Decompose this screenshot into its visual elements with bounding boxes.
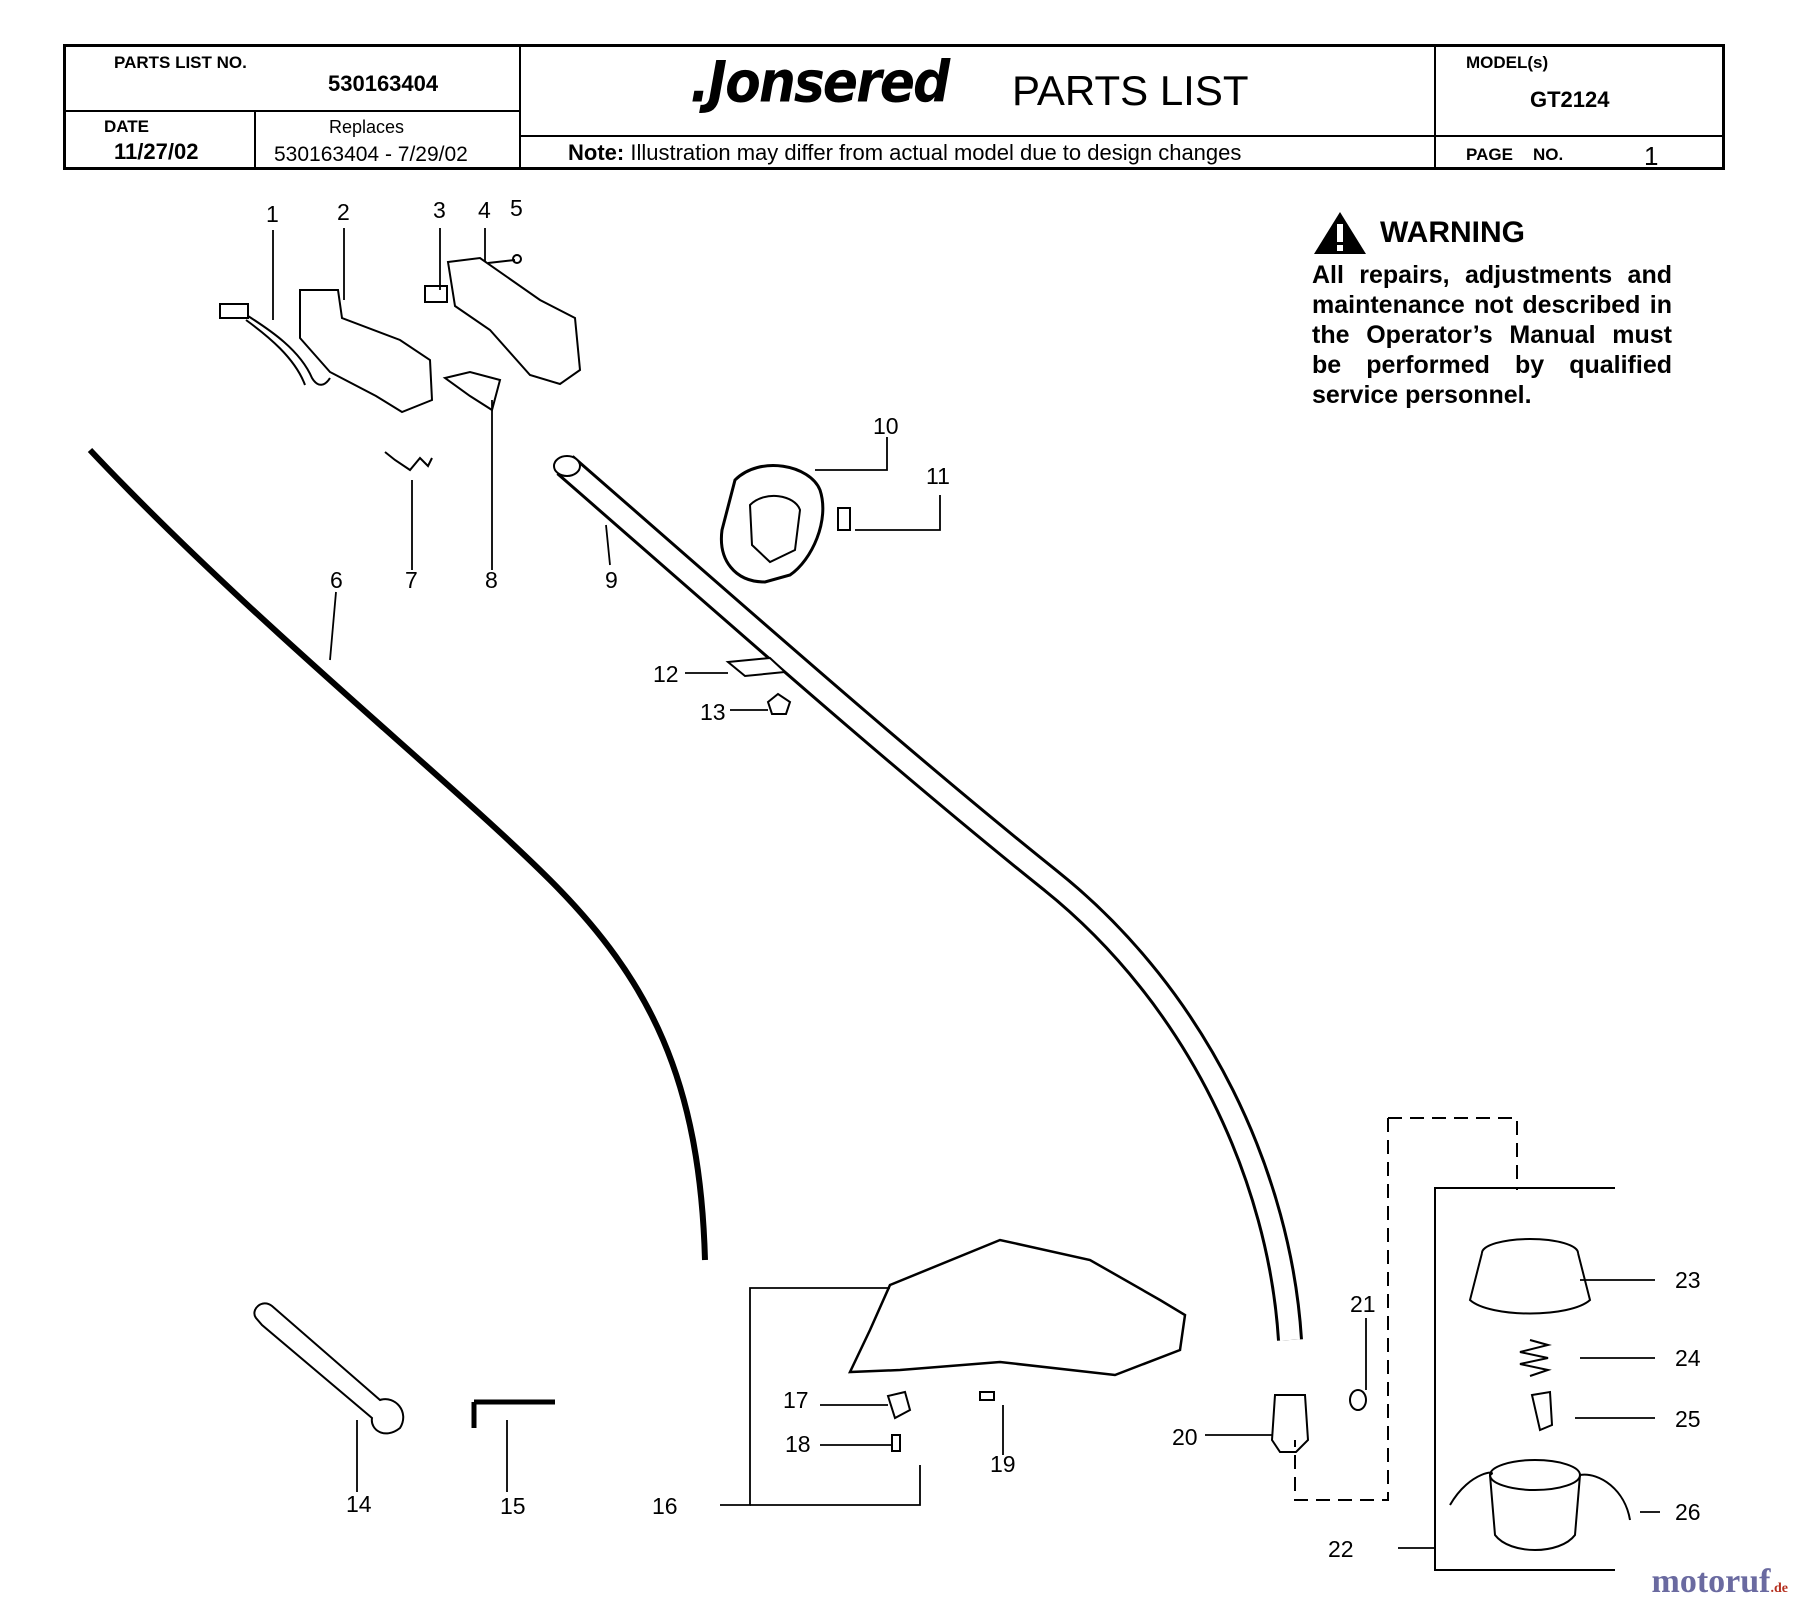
callout-1: 1 [266,201,279,227]
callout-11: 11 [926,463,950,489]
wing-nut-part [766,692,792,715]
callout-26: 26 [1675,1499,1701,1525]
callout-16: 16 [652,1493,678,1519]
clamp-part [725,656,788,678]
date-cell [66,110,256,170]
brand-logo: .Jonsered [690,50,950,116]
handle-grip-part [299,289,434,414]
watermark-suffix: .de [1770,1581,1789,1596]
callout-19: 19 [990,1451,1016,1477]
grass-guard-part [847,1238,1187,1377]
handle-bracket-part [424,254,582,386]
callout-4: 4 [478,197,491,223]
warning-heading: WARNING [1312,210,1672,256]
wrench-part [253,1302,405,1435]
callout-3: 3 [433,197,446,223]
replaces-label: Replaces [329,117,405,137]
callout-21: 21 [1350,1291,1376,1317]
callout-14: 14 [346,1491,372,1517]
gearhead-part [1270,1394,1310,1453]
title-cell [519,47,1436,137]
replaces-value: 530163404 - 7/29/02 [274,143,468,166]
callout-25: 25 [1675,1406,1701,1432]
callout-23: 23 [1675,1267,1701,1293]
guard-bolt-part [979,1391,995,1401]
callout-17: 17 [783,1387,809,1413]
model-value: GT2124 [1530,87,1610,112]
no-label: NO. [1533,145,1564,164]
callout-2: 2 [337,199,350,225]
screw-part [837,507,851,531]
drive-tube-part [553,455,1303,1341]
parts-list-no-cell [66,47,521,112]
page-label: PAGE [1466,145,1513,164]
hex-nut-part [1349,1389,1367,1411]
trimmer-cap-part [1468,1238,1592,1315]
spool-part [1449,1459,1631,1551]
callout-9: 9 [605,567,618,593]
callout-labels: 1 2 3 4 5 6 7 8 9 10 11 12 13 14 15 16 1… [266,195,1701,1562]
line-clip-part [1530,1390,1554,1432]
watermark-main: motoruf [1651,1563,1771,1600]
callout-18: 18 [785,1431,811,1457]
header-table: PARTS LIST NO. 530163404 DATE 11/27/02 R… [63,44,1725,171]
note-body: Illustration may differ from actual mode… [630,140,1242,165]
wire-harness-part [219,303,331,386]
models-cell [1434,47,1722,137]
warning-box: WARNING All repairs, adjustments and mai… [1312,210,1672,410]
guard-screw-part [891,1434,901,1452]
callout-5: 5 [510,195,523,221]
spring-part [384,451,433,472]
throttle-trigger-part [442,370,502,412]
models-label: MODEL(s) [1466,53,1549,72]
callout-7: 7 [405,567,418,593]
callout-20: 20 [1172,1424,1198,1450]
callout-8: 8 [485,567,498,593]
callout-10: 10 [873,413,899,439]
callout-6: 6 [330,567,343,593]
note-bold: Note: [568,140,625,165]
hex-key-part [471,1399,555,1428]
leader-lines [272,228,1660,1549]
date-value: 11/27/02 [114,139,199,164]
warning-title: WARNING [1380,216,1525,249]
warning-text: All repairs, adjustments and maintenance… [1312,261,1672,409]
loop-handle-part [719,464,825,584]
parts-list-no-label: PARTS LIST NO. [114,53,247,72]
guard-clamp-part [886,1390,912,1420]
callout-24: 24 [1675,1345,1701,1371]
callout-15: 15 [500,1493,526,1519]
dashed-group-bracket [1294,1117,1518,1501]
note-text: Note: Illustration may differ from actua… [568,140,1241,166]
watermark-logo: motoruf.de [1652,1563,1788,1601]
note-cell [519,135,1436,170]
parts-list-no: 530163404 [328,71,439,96]
flex-shaft-part [87,447,708,1261]
trimmer-spring-part [1519,1339,1552,1377]
date-label: DATE [104,117,150,136]
page-title: PARTS LIST [1012,67,1249,114]
callout-13: 13 [700,699,726,725]
page-number: 1 [1644,141,1659,171]
replaces-cell [254,110,521,170]
trimmer-head-bracket [1434,1187,1615,1571]
callout-22: 22 [1328,1536,1354,1562]
warning-triangle-icon [1314,212,1366,254]
callout-12: 12 [653,661,679,687]
